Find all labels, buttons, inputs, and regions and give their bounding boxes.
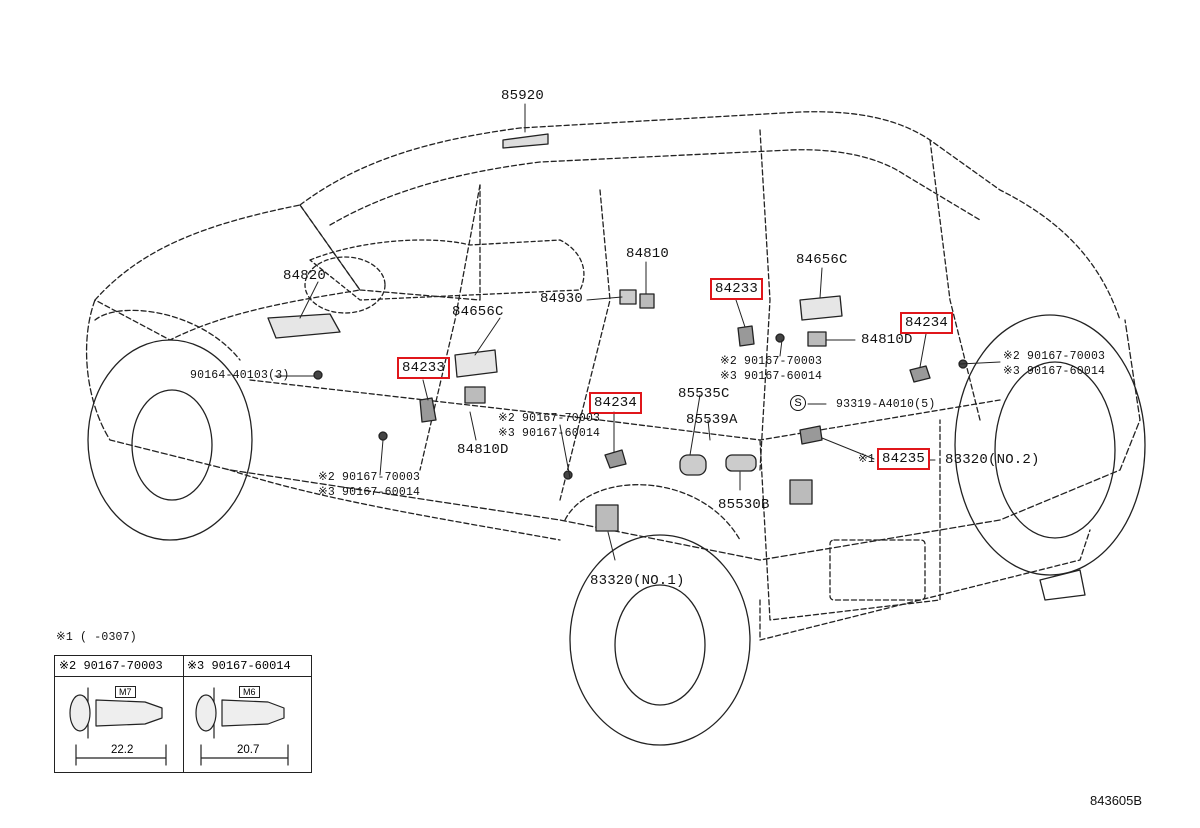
- label-84810d-rear[interactable]: 84810D: [861, 332, 913, 348]
- switch-84810d-rear-part: [807, 331, 827, 347]
- label-85530b[interactable]: 85530B: [718, 497, 770, 513]
- legend-right-length: 20.7: [237, 744, 260, 756]
- bolt-note-rear-right-a: ※2 90167-70003: [1003, 350, 1106, 363]
- a-pillar: [419, 184, 481, 471]
- courtesy-switch-84234-front: [604, 449, 627, 469]
- bolt-note-front-b: ※3 90167-60014: [318, 486, 421, 499]
- dashboard: [309, 239, 585, 301]
- legend-right-head: ※3 90167-60014: [183, 656, 311, 677]
- bolt-note-rear-left-a: ※2 90167-70003: [720, 355, 823, 368]
- exhaust-pipe: [1039, 569, 1086, 601]
- legend-cell-left: ※2 90167-70003 M7 22.2: [55, 656, 184, 772]
- rear-fender: [564, 484, 741, 541]
- spare-tire-inner: [994, 361, 1116, 539]
- label-84810d-front[interactable]: 84810D: [457, 442, 509, 458]
- unit-85535c: [679, 454, 707, 476]
- bolt-left: [378, 431, 388, 441]
- c-pillar: [759, 129, 771, 471]
- bolt-note-center-b: ※3 90167-60014: [498, 427, 601, 440]
- rear-bumper: [759, 529, 1091, 641]
- label-85535c[interactable]: 85535C: [678, 386, 730, 402]
- bolt-front: [313, 370, 323, 380]
- s-marker: S: [790, 395, 806, 411]
- dome-light-part: [502, 133, 549, 149]
- b-pillar: [559, 189, 611, 501]
- switch-84810-part: [639, 293, 655, 309]
- steering-wheel: [304, 256, 386, 314]
- label-84656c-rear[interactable]: 84656C: [796, 252, 848, 268]
- rear-wheel-outer: [569, 534, 751, 746]
- front-wheel-outer: [87, 339, 253, 541]
- roof-outline: [299, 111, 1121, 321]
- mark-1-prefix: ※1: [858, 453, 875, 466]
- leader-lines: [274, 103, 1001, 561]
- sensor-83320-no1: [595, 504, 619, 532]
- legend-bolt-left: [69, 687, 167, 766]
- label-85539a[interactable]: 85539A: [686, 412, 738, 428]
- rocker-line: [229, 469, 561, 541]
- bolt-legend-table: ※2 90167-70003 M7 22.2 ※3 90167-60014 M6…: [54, 655, 312, 773]
- legend-left-head: ※2 90167-70003: [55, 656, 183, 677]
- tailgate: [759, 419, 941, 621]
- legend-cell-right: ※3 90167-60014 M6 20.7: [183, 656, 311, 772]
- rear-wheel-inner: [614, 584, 706, 706]
- bolt-note-rear-left-b: ※3 90167-60014: [720, 370, 823, 383]
- unit-85530b: [725, 454, 757, 472]
- body-side: [85, 299, 1141, 561]
- label-83320-no1[interactable]: 83320(NO.1): [590, 573, 685, 589]
- label-84233-rear[interactable]: 84233: [709, 278, 764, 300]
- bolt-note-center-a: ※2 90167-70003: [498, 412, 601, 425]
- sensor-83320-no2: [789, 479, 813, 505]
- roof-inner: [329, 149, 981, 226]
- switch-84810d-front-part: [464, 386, 486, 404]
- legend-left-length: 22.2: [111, 744, 134, 756]
- spare-tire-outer: [954, 314, 1146, 576]
- license-plate-recess: [829, 539, 926, 601]
- label-85920[interactable]: 85920: [501, 88, 545, 104]
- courtesy-switch-84233-rear: [737, 325, 755, 347]
- courtesy-switch-84234-rear: [909, 365, 931, 383]
- front-wheel-inner: [131, 389, 213, 501]
- label-83320-no2[interactable]: 83320(NO.2): [945, 452, 1040, 468]
- bolt-center: [563, 470, 573, 480]
- label-93319-a4010[interactable]: 93319-A4010(5): [836, 398, 936, 411]
- d-pillar: [929, 139, 981, 421]
- label-84930[interactable]: 84930: [540, 291, 584, 307]
- legend-note: ※1 ( -0307): [56, 631, 137, 644]
- figure-id: 843605B: [1090, 793, 1143, 808]
- bolt-rear-left: [775, 333, 785, 343]
- front-fender: [94, 309, 241, 361]
- label-84656c-front[interactable]: 84656C: [452, 304, 504, 320]
- bolt-note-rear-right-b: ※3 90167-60014: [1003, 365, 1106, 378]
- front-door-switch-part: [454, 349, 498, 378]
- bolt-note-front-a: ※2 90167-70003: [318, 471, 421, 484]
- legend-left-thread: M7: [115, 686, 136, 698]
- label-90164-40103[interactable]: 90164-40103(3): [190, 369, 290, 382]
- master-switch-part: [267, 313, 341, 339]
- label-84235[interactable]: 84235: [876, 448, 931, 470]
- legend-bolt-right: [195, 687, 289, 766]
- label-84234-front[interactable]: 84234: [588, 392, 643, 414]
- label-84234-rear[interactable]: 84234: [899, 312, 954, 334]
- label-84810[interactable]: 84810: [626, 246, 670, 262]
- label-84820[interactable]: 84820: [283, 268, 327, 284]
- windshield: [299, 184, 481, 301]
- rear-door-switch-part: [799, 295, 843, 321]
- sensor-84235: [799, 425, 823, 445]
- legend-right-thread: M6: [239, 686, 260, 698]
- label-84233-front[interactable]: 84233: [396, 357, 451, 379]
